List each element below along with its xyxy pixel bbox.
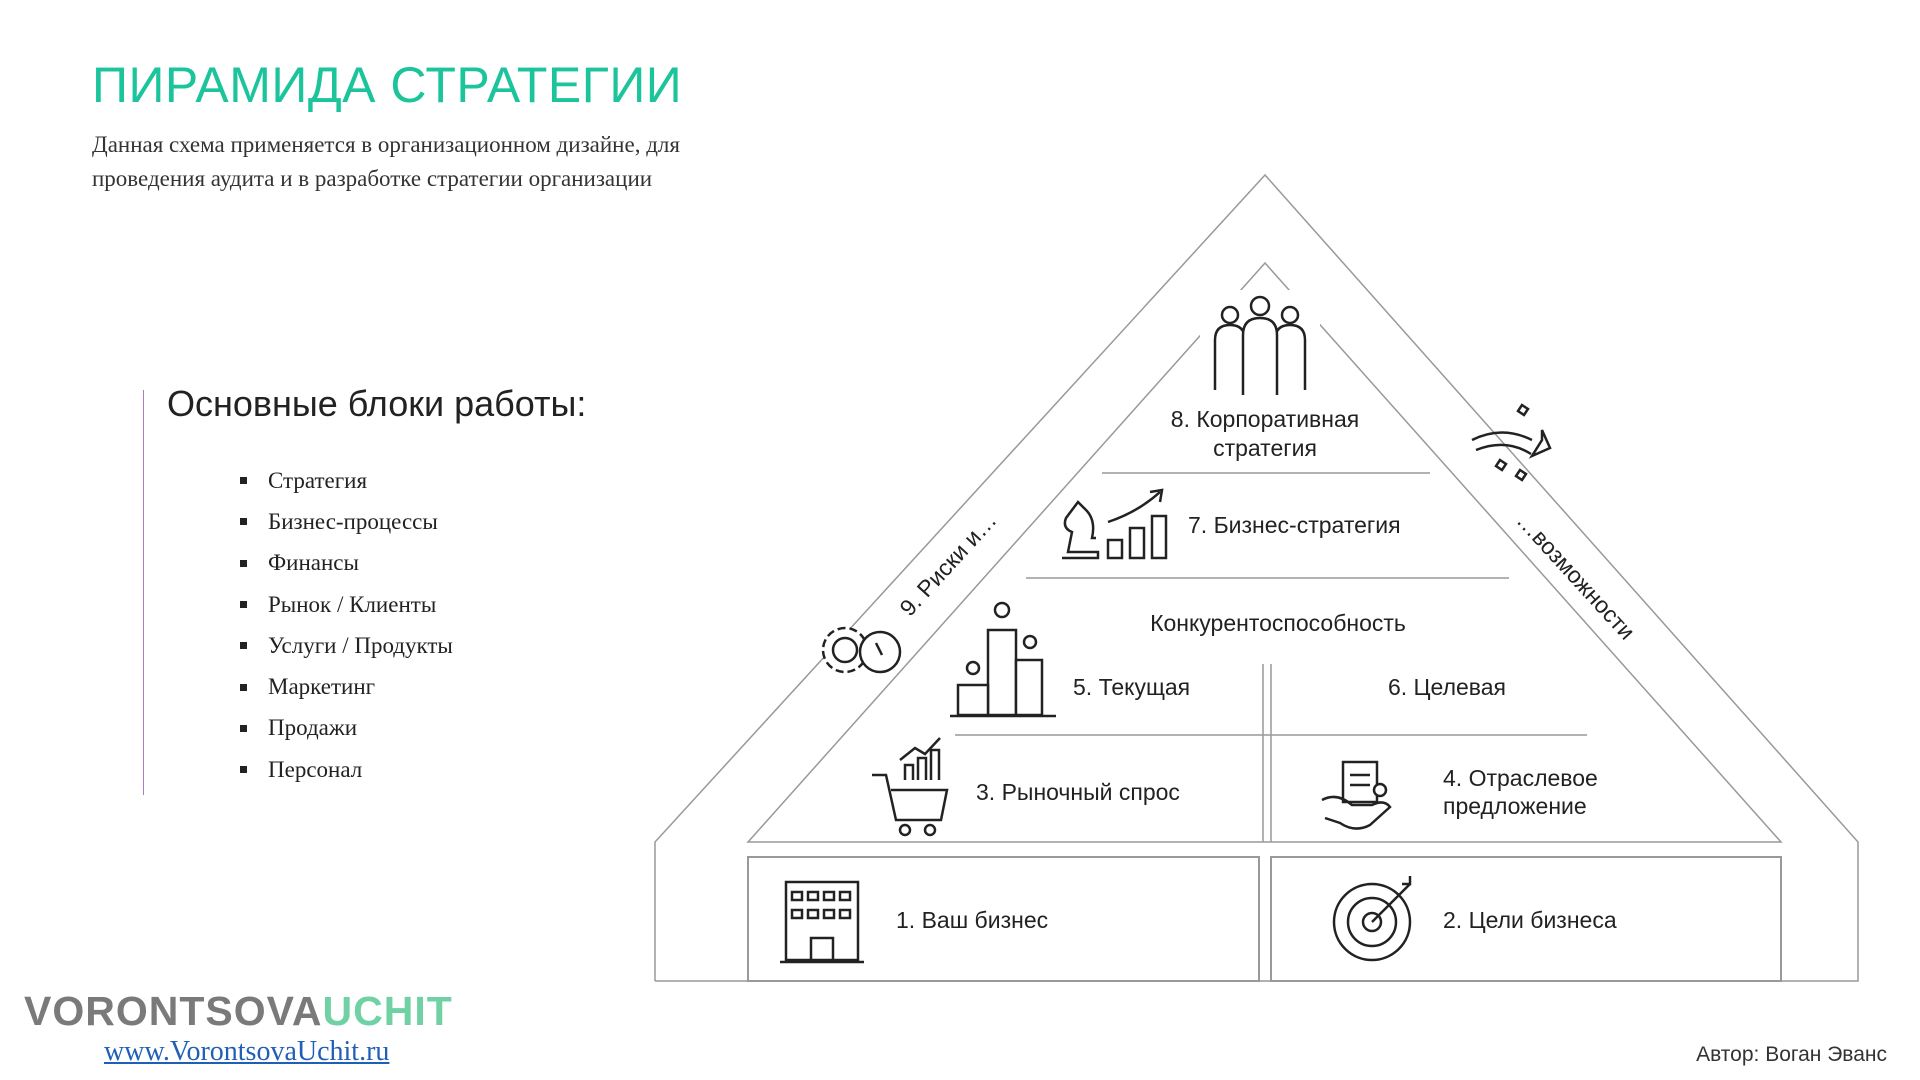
list-item: Рынок / Клиенты [240,584,453,625]
bullet-icon [240,724,247,732]
list-item: Стратегия [240,460,453,501]
description: Данная схема применяется в организационн… [92,132,680,191]
label-target: 6. Целевая [1388,674,1506,700]
list-item: Персонал [240,749,453,790]
list-item-label: Бизнес-процессы [268,508,438,534]
logo-part2: UCHIT [322,988,453,1034]
list-item: Бизнес-процессы [240,501,453,542]
podium-icon [950,601,1056,718]
page-title: ПИРАМИДА СТРАТЕГИИ [92,57,683,113]
label-corporate-strategy-2: стратегия [1213,435,1317,461]
list-item: Продажи [240,708,453,749]
label-competitiveness: Конкурентоспособность [1150,610,1406,636]
list-item-label: Финансы [268,550,359,576]
label-business-goals: 2. Цели бизнеса [1443,907,1617,933]
author-credit: Автор: Воган Эванс [1696,1043,1887,1066]
label-risks: 9. Риски и… [894,507,1001,621]
hand-document-icon [1321,760,1392,830]
bullet-icon [240,766,247,774]
list-item-label: Маркетинг [268,674,376,700]
target-icon [1332,876,1412,962]
chess-growth-icon [1062,488,1168,560]
label-corporate-strategy: 8. Корпоративная [1171,406,1359,432]
list-item-label: Услуги / Продукты [268,632,453,658]
box-your-business [747,856,1260,982]
box-business-goals [1270,856,1782,982]
list-item-label: Рынок / Клиенты [268,591,437,617]
website-link[interactable]: www.VorontsovaUchit.ru [104,1036,390,1067]
label-current: 5. Текущая [1073,674,1190,700]
label-market-demand: 3. Рыночный спрос [976,779,1180,805]
list-item-label: Продажи [268,715,358,741]
label-your-business: 1. Ваш бизнес [896,907,1048,933]
blocks-list: Стратегия Бизнес-процессы Финансы Рынок … [240,460,453,790]
bullet-icon [240,559,247,567]
inner-pyramid [746,261,1783,843]
list-item-label: Стратегия [268,467,368,493]
list-item: Финансы [240,543,453,584]
logo-part1: VORONTSOVA [24,988,323,1034]
list-item: Маркетинг [240,666,453,707]
gear-warning-icon [821,626,902,674]
bullet-icon [240,601,247,609]
people-icon [1200,290,1320,400]
label-industry-offer: 4. Отраслевое [1443,765,1598,791]
accent-divider [143,390,144,795]
list-item-label: Персонал [268,756,363,782]
label-industry-offer-2: предложение [1443,793,1587,819]
label-business-strategy: 7. Бизнес-стратегия [1188,512,1401,538]
shooting-star-icon [1471,403,1552,482]
cart-icon [872,737,949,837]
bullet-icon [240,642,247,650]
bullet-icon [240,683,247,691]
bullet-icon [240,477,247,485]
building-icon [780,880,864,964]
blocks-heading: Основные блоки работы: [167,383,587,424]
bullet-icon [240,518,247,526]
list-item: Услуги / Продукты [240,625,453,666]
brand-logo: VORONTSOVAUCHIT [24,988,453,1035]
